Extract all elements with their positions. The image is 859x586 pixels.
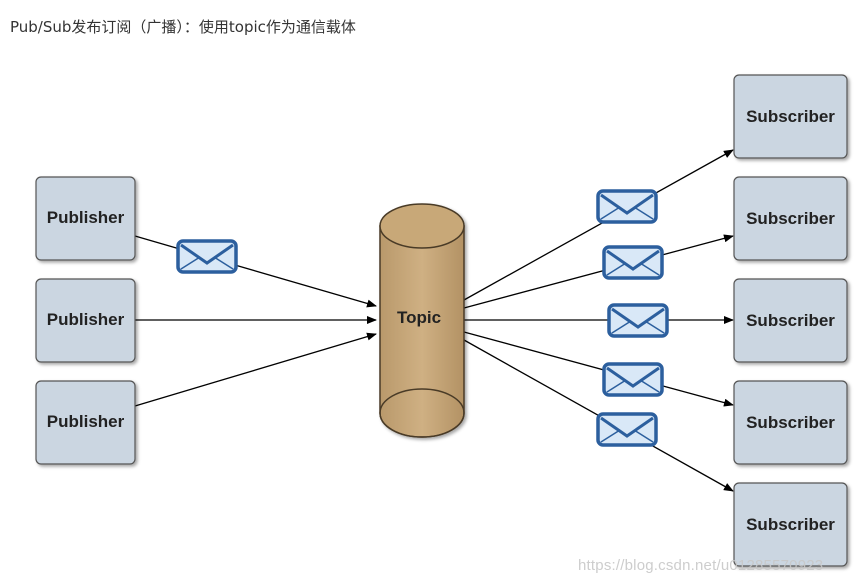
publisher-1-arrow (134, 235, 377, 308)
watermark: https://blog.csdn.net/u01285570923 (578, 557, 824, 574)
publisher-label: Publisher (47, 412, 125, 431)
subscriber-label: Subscriber (746, 515, 835, 534)
subscriber-box: Subscriber (733, 176, 848, 261)
subscriber-4-arrow (463, 331, 734, 407)
envelope-icon (176, 239, 238, 274)
envelope-icon (602, 245, 664, 280)
page-title: Pub/Sub发布订阅（广播）：使用topic作为通信载体 (10, 18, 356, 36)
topic-cylinder (379, 203, 465, 438)
subscriber-2-arrow (463, 234, 734, 309)
topic-label: Topic (397, 308, 441, 327)
subscriber-1-arrow (463, 149, 734, 301)
publisher-label: Publisher (47, 208, 125, 227)
envelope-icon (596, 189, 658, 224)
subscriber-label: Subscriber (746, 107, 835, 126)
subscriber-label: Subscriber (746, 413, 835, 432)
subscriber-box: Subscriber (733, 482, 848, 567)
publisher-3-arrow (134, 332, 377, 407)
envelope-icon (602, 362, 664, 397)
subscriber-label: Subscriber (746, 311, 835, 330)
publisher-label: Publisher (47, 310, 125, 329)
publisher-box: Publisher (35, 176, 136, 261)
envelope-icon (596, 412, 658, 447)
publisher-box: Publisher (35, 278, 136, 363)
connection-lines (134, 149, 734, 492)
subscriber-box: Subscriber (733, 74, 848, 159)
subscriber-box: Subscriber (733, 380, 848, 465)
publisher-box: Publisher (35, 380, 136, 465)
subscriber-box: Subscriber (733, 278, 848, 363)
subscriber-label: Subscriber (746, 209, 835, 228)
envelope-icon (607, 303, 669, 338)
